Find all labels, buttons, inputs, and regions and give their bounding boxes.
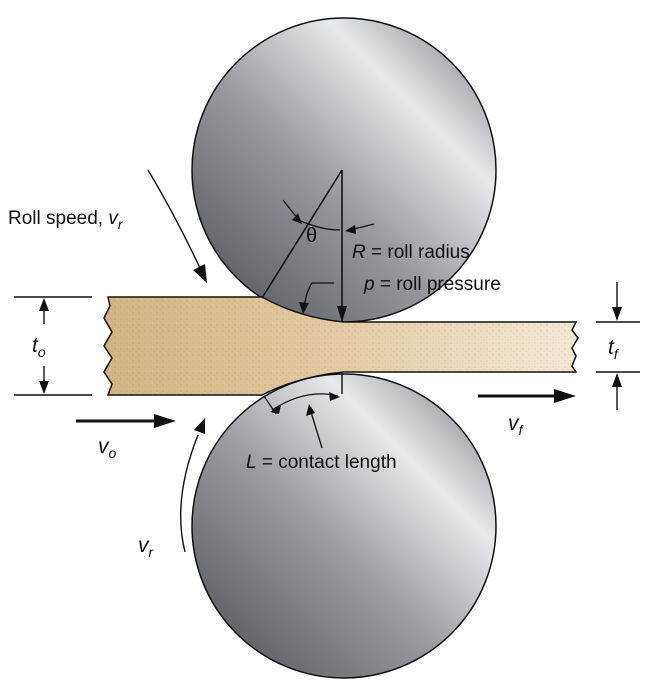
roll-pressure-arrowhead (299, 302, 309, 314)
vf-arrowhead (554, 389, 576, 403)
roll-speed-arrow-bottom (179, 434, 199, 553)
bottom-roll (191, 373, 497, 679)
contact-length-leader (310, 411, 323, 449)
vo-arrowhead (154, 414, 176, 428)
roll-speed-arrowhead-top (193, 264, 207, 283)
v-f-label: vf (508, 412, 525, 438)
contact-arrowhead-right (329, 392, 340, 401)
v-r-bottom-label: vr (138, 534, 155, 560)
v-o-label: vo (98, 435, 117, 461)
to-arrowhead-top (39, 298, 49, 311)
tf-arrowhead-top (612, 307, 622, 321)
contact-arrowhead-left (270, 405, 281, 414)
roll-speed-arrow-top (147, 169, 201, 269)
t-f-label: tf (608, 336, 620, 362)
theta-arrowhead-right (345, 225, 356, 234)
theta-arrowhead-left (292, 213, 302, 224)
roll-speed-label: Roll speed, vr (8, 208, 124, 232)
roll-radius-label: R = roll radius (352, 242, 470, 263)
contact-length-label: L = contact length (246, 452, 397, 473)
roll-speed-arrowhead-bottom (194, 418, 205, 434)
roll-radius-arrowhead (337, 306, 347, 322)
tf-arrowhead-bottom (612, 373, 622, 387)
t-o-label: to (32, 334, 46, 360)
contact-leader-arrowhead (306, 404, 315, 416)
angle-line (261, 169, 343, 299)
theta-label: θ (306, 225, 317, 247)
theta-arrow-left (282, 199, 299, 220)
roll-pressure-label: p = roll pressure (363, 274, 501, 295)
strip (103, 296, 579, 396)
to-arrowhead-bottom (39, 381, 49, 394)
